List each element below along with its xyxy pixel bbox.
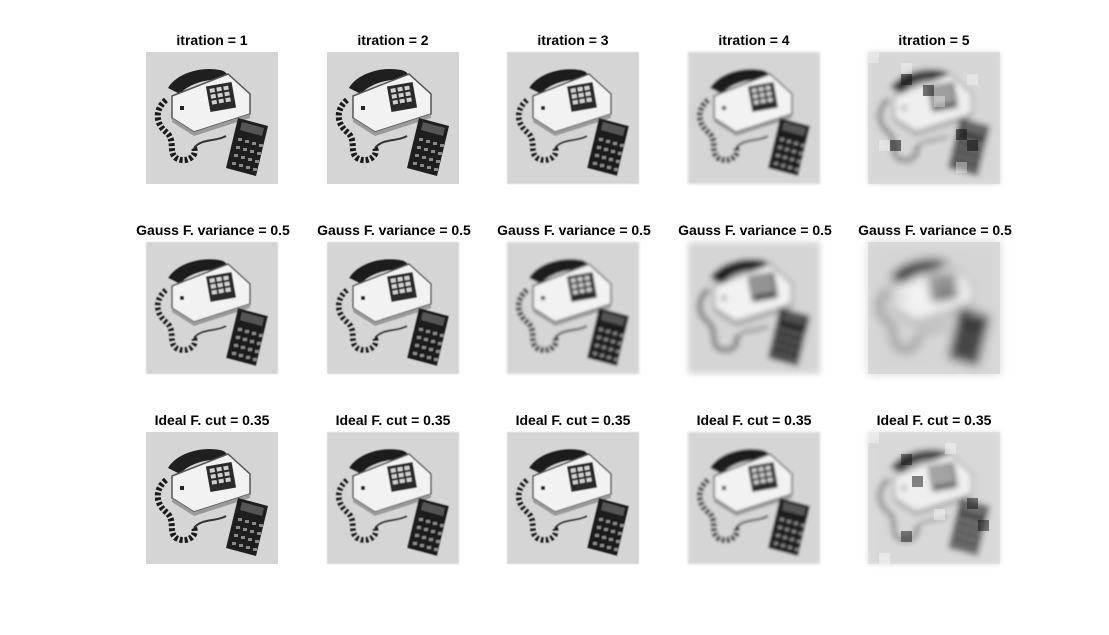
- panel-title: Gauss F. variance = 0.5: [858, 222, 1012, 238]
- telephone-image: [327, 52, 459, 184]
- panel-title: itration = 4: [718, 32, 789, 48]
- row-3: Ideal F. cut = 0.35 Ideal F. cut = 0.35 …: [146, 412, 1000, 564]
- telephone-image: [146, 432, 278, 564]
- telephone-image: [507, 242, 639, 374]
- panel-title: Gauss F. variance = 0.5: [497, 222, 651, 238]
- telephone-image-pixelated: [868, 52, 1000, 184]
- panel-title: Ideal F. cut = 0.35: [336, 412, 451, 428]
- panel-title: Ideal F. cut = 0.35: [877, 412, 992, 428]
- telephone-image: [327, 432, 459, 564]
- telephone-image: [688, 242, 820, 374]
- panel-title: itration = 5: [898, 32, 969, 48]
- row-1: itration = 1 itration = 2 itration = 3 i…: [146, 32, 1000, 184]
- panel-title: itration = 2: [357, 32, 428, 48]
- panel-title: Ideal F. cut = 0.35: [697, 412, 812, 428]
- telephone-image: [507, 52, 639, 184]
- telephone-image: [146, 242, 278, 374]
- panel-title: Gauss F. variance = 0.5: [136, 222, 290, 238]
- telephone-image: [146, 52, 278, 184]
- telephone-image-pixelated: [868, 242, 1000, 374]
- panel-title: Ideal F. cut = 0.35: [155, 412, 270, 428]
- telephone-image: [688, 432, 820, 564]
- row-2: Gauss F. variance = 0.5 Gauss F. varianc…: [136, 222, 1012, 374]
- panel-title: Ideal F. cut = 0.35: [516, 412, 631, 428]
- panel-title: itration = 1: [176, 32, 247, 48]
- panel-title: Gauss F. variance = 0.5: [678, 222, 832, 238]
- telephone-image-pixelated: [868, 432, 1000, 564]
- telephone-image: [327, 242, 459, 374]
- telephone-image: [688, 52, 820, 184]
- telephone-image: [507, 432, 639, 564]
- panel-title: itration = 3: [537, 32, 608, 48]
- panel-title: Gauss F. variance = 0.5: [317, 222, 471, 238]
